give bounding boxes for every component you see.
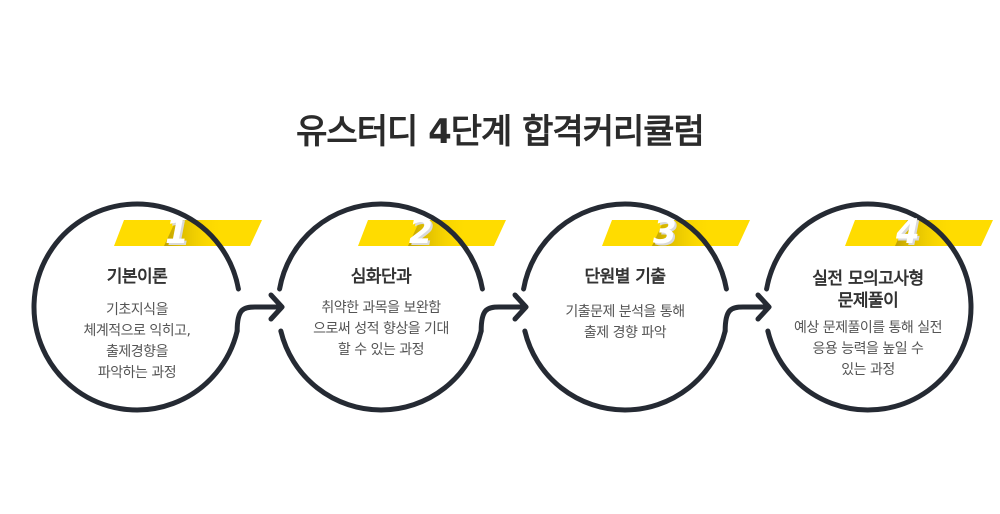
step-number: 4	[896, 212, 920, 252]
step-heading: 단원별 기출	[584, 267, 666, 287]
step-heading: 실전 모의고사형 문제풀이	[812, 269, 924, 311]
step-ring	[764, 201, 974, 413]
arrow-right-icon	[234, 292, 285, 334]
banner-shadow	[652, 220, 712, 246]
step-ring	[277, 201, 485, 413]
step-description: 취약한 과목을 보완함 으로써 성적 향상을 기대 할 수 있는 과정	[313, 300, 449, 358]
banner-shadow	[408, 220, 468, 246]
step-description: 예상 문제풀이를 통해 실전 응용 능력을 높일 수 있는 과정	[793, 320, 943, 378]
step-heading: 기본이론	[106, 267, 168, 287]
step-number: 2	[409, 212, 433, 252]
step-number: 1	[165, 212, 189, 252]
banner-shadow	[164, 220, 224, 246]
step-ring	[31, 201, 241, 413]
arrow-right-icon	[722, 292, 772, 334]
step-description: 기출문제 분석을 통해 출제 경향 파악	[565, 304, 685, 341]
banner-shadow	[895, 220, 955, 246]
step-number: 3	[653, 212, 677, 252]
step-description: 기초지식을 체계적으로 익히고, 출제경향을 파악하는 과정	[83, 302, 191, 381]
arrow-right-icon	[478, 292, 529, 334]
step-heading: 심화단과	[350, 267, 412, 287]
step-ring	[521, 201, 729, 413]
page-title: 유스터디 4단계 합격커리큘럼	[296, 112, 705, 152]
